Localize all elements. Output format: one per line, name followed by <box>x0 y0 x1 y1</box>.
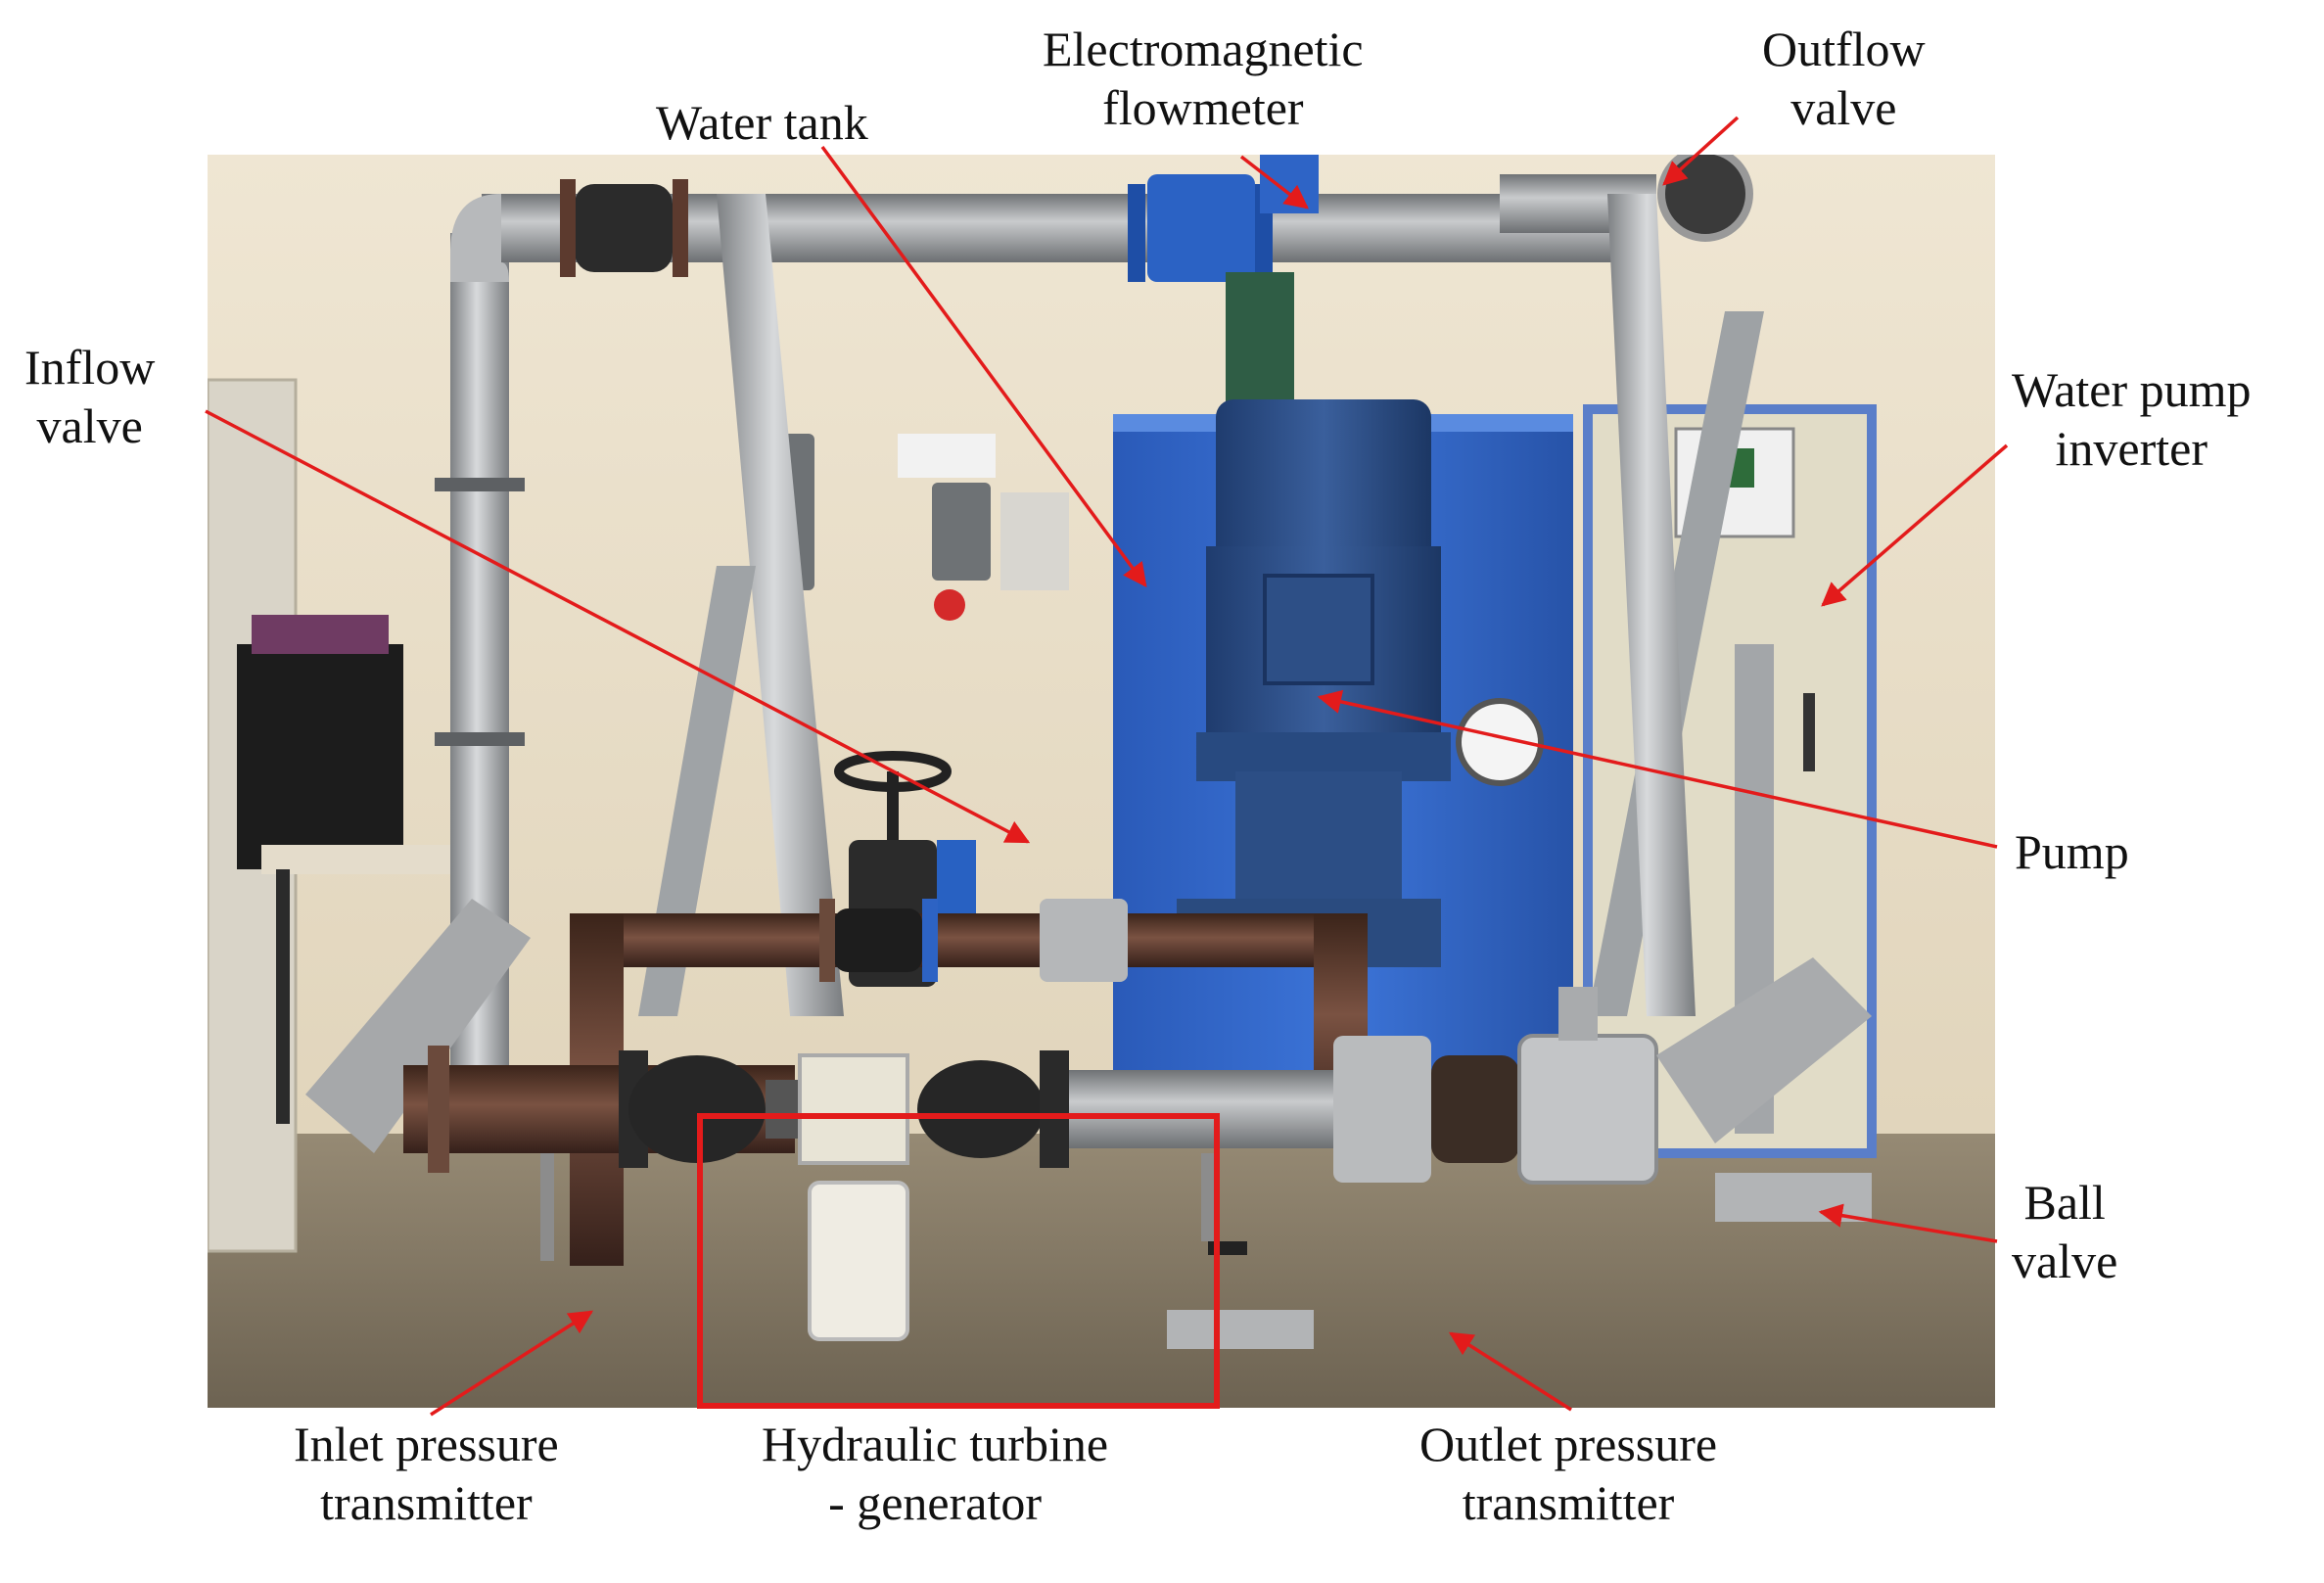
label-electromagnetic-flowmeter: Electromagnetic flowmeter <box>1043 22 1364 135</box>
label-outflow-valve: Outflow valve <box>1762 22 1926 135</box>
label-hydraulic-turbine-generator: Hydraulic turbine - generator <box>762 1417 1109 1530</box>
label-water-tank: Water tank <box>656 95 868 150</box>
label-outlet-pressure-transmitter: Outlet pressure transmitter <box>1419 1417 1718 1530</box>
test-rig-photo <box>208 155 1995 1408</box>
label-inlet-pressure-transmitter: Inlet pressure transmitter <box>294 1417 559 1530</box>
label-ball-valve: Ball valve <box>2012 1175 2118 1288</box>
label-pump: Pump <box>2015 824 2129 879</box>
label-water-pump-inverter: Water pump inverter <box>2012 362 2252 476</box>
test-rig-scene <box>208 155 1995 1408</box>
label-inflow-valve: Inflow valve <box>24 340 156 453</box>
